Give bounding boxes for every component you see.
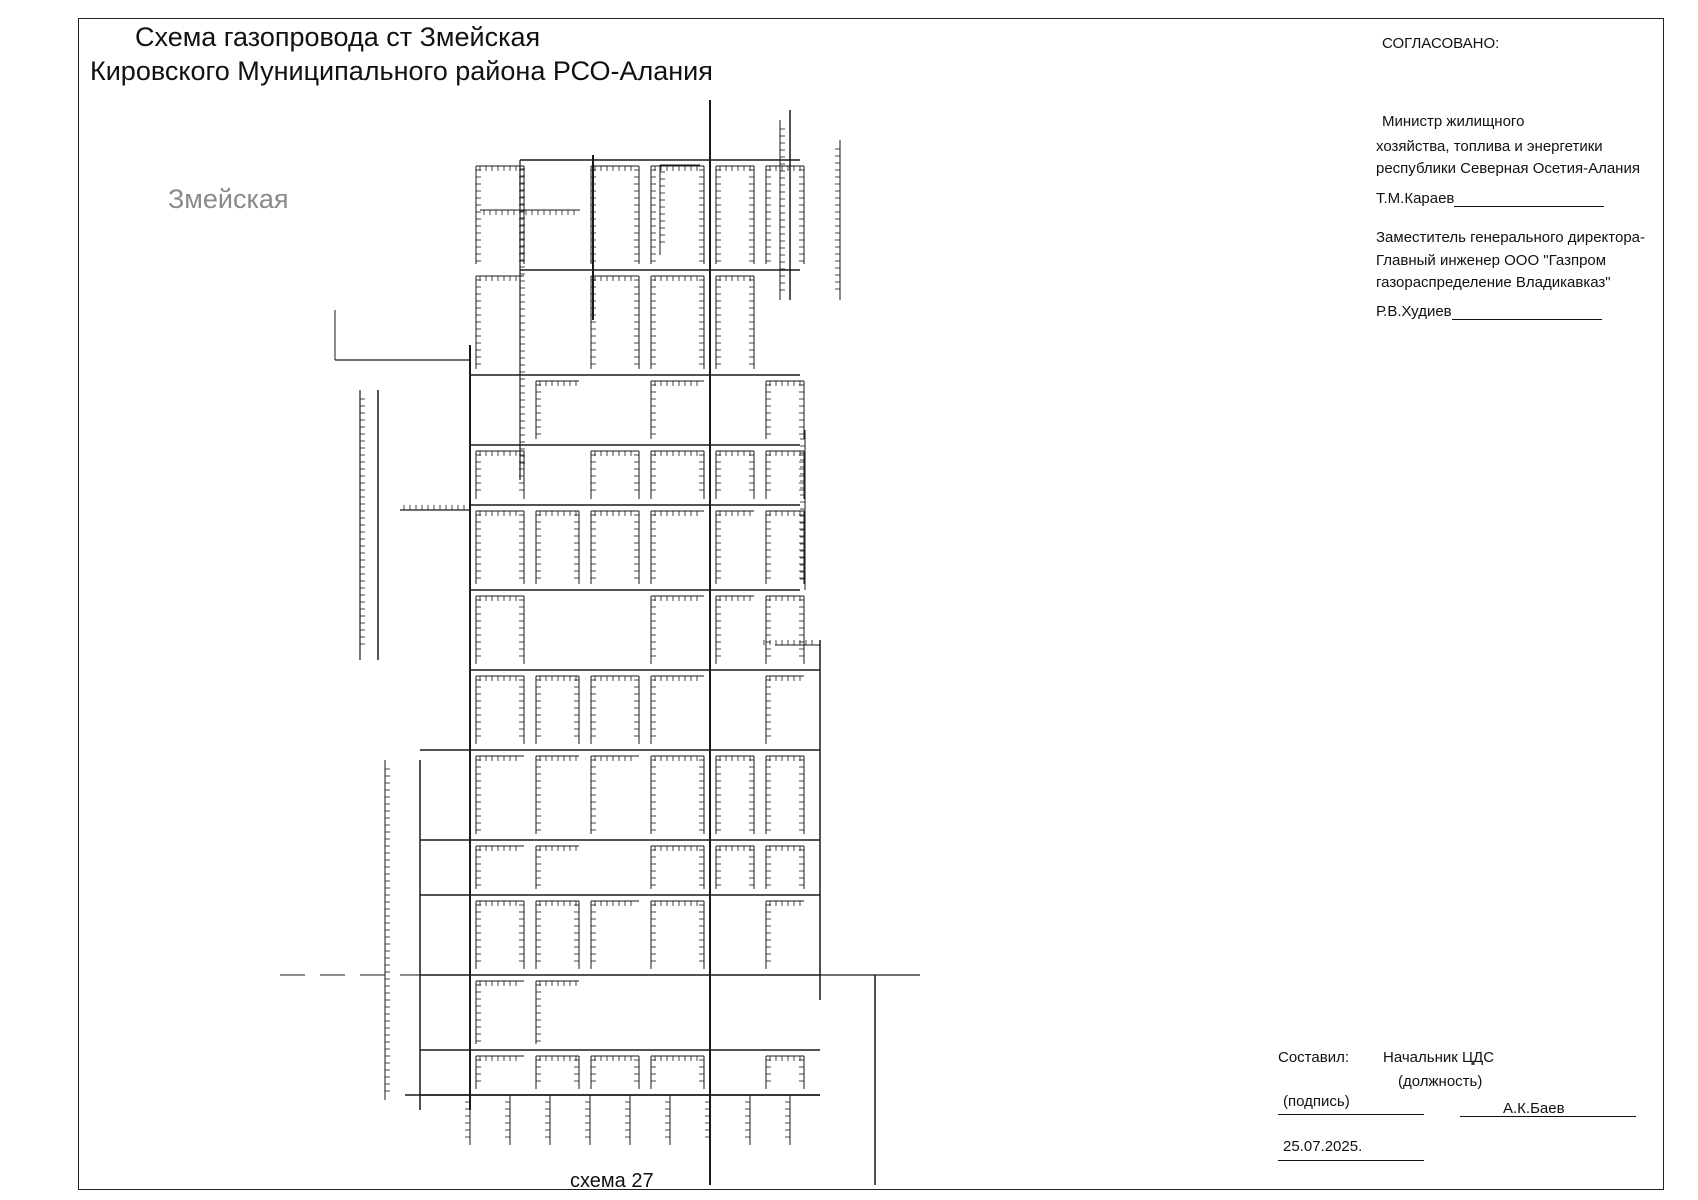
signer1-line3: республики Северная Осетия-Алания [1376,160,1640,177]
signer1-line2: хозяйства, топлива и энергетики [1376,138,1603,155]
signature-line [1278,1114,1424,1115]
signer2-signature: Р.В.Худиев [1376,303,1602,320]
signer2-line3: газораспределение Владикавказ" [1376,274,1611,291]
signer2-line1: Заместитель генерального директора- [1376,229,1645,246]
signer1-name: Т.М.Караев [1376,190,1455,207]
compiled-signature-caption: (подпись) [1283,1093,1350,1110]
approval-heading: СОГЛАСОВАНО: [1382,35,1500,52]
drawing-frame [78,18,1664,1190]
signer1-signature: Т.М.Караев [1376,190,1605,207]
village-label: Змейская [168,184,289,214]
signer2-line2: Главный инженер ООО "Газпром [1376,252,1607,269]
scheme-number: схема 27 [570,1170,654,1192]
title-line-2: Кировского Муниципального района РСО-Ала… [90,56,713,86]
title-line-1: Схема газопровода ст Змейская [135,22,541,52]
compiled-position-caption: (должность) [1398,1073,1483,1090]
compiled-name: А.К.Баев [1503,1100,1565,1117]
signer1-line1: Министр жилищного [1382,113,1525,130]
date-line [1278,1160,1424,1161]
signer2-name: Р.В.Худиев [1376,303,1452,320]
compiled-label: Составил: [1278,1049,1349,1066]
compiled-date: 25.07.2025. [1283,1138,1363,1155]
compiled-position: Начальник ЦДС [1383,1049,1495,1066]
name-line [1460,1116,1636,1117]
